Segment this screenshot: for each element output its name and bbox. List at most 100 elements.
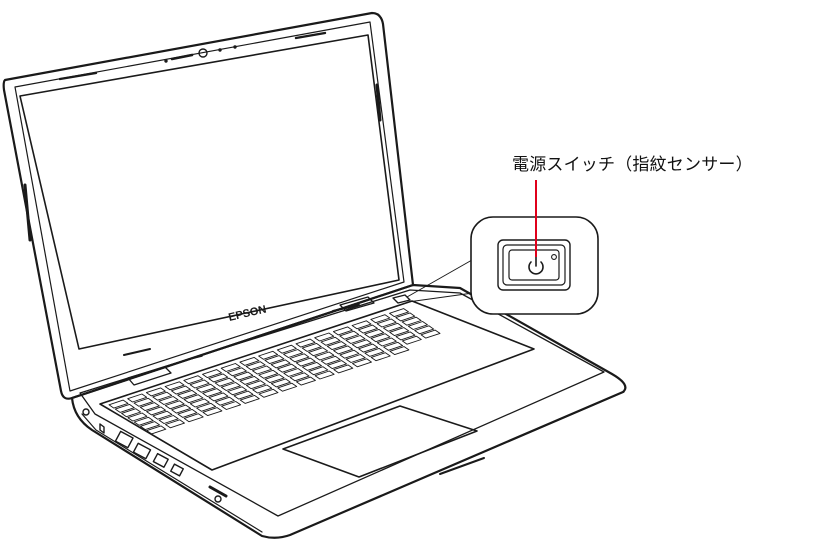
keyboard-key xyxy=(332,326,353,336)
keyboard-key xyxy=(389,346,410,356)
callout-label: 電源スイッチ（指紋センサー） xyxy=(512,155,753,175)
keyboard-key xyxy=(233,390,254,400)
keyboard-key xyxy=(146,406,167,416)
epson-logo: EPSON xyxy=(227,304,267,324)
keyboard-well xyxy=(99,300,535,471)
keyboard-key xyxy=(327,360,347,370)
keyboard-key xyxy=(326,341,347,351)
keyboard-key xyxy=(370,314,391,324)
keyboard-key xyxy=(164,400,185,410)
keyboard-key xyxy=(183,413,204,423)
keyboard-key xyxy=(301,342,322,352)
keyboard-key xyxy=(351,339,372,349)
keyboard-key xyxy=(383,341,404,351)
keyboard-key xyxy=(221,401,242,410)
keyboard-key xyxy=(382,322,403,332)
side-ports xyxy=(82,408,228,503)
keyboard-key xyxy=(389,327,410,337)
keyboard-keys xyxy=(108,308,441,435)
keyboard-key xyxy=(245,361,266,371)
keyboard-key xyxy=(352,358,372,368)
keyboard-key xyxy=(283,349,304,358)
keyboard-key xyxy=(239,375,260,385)
keyboard-key xyxy=(202,407,223,417)
webcam-icon xyxy=(198,48,208,58)
keyboard-key xyxy=(227,386,248,396)
keyboard-key xyxy=(170,385,191,395)
keyboard-key xyxy=(276,344,297,354)
keyboard-key xyxy=(177,389,198,399)
keyboard-key xyxy=(220,382,241,391)
keyboard-key xyxy=(239,394,260,404)
keyboard-key xyxy=(133,397,154,407)
keyboard-key xyxy=(401,335,422,345)
keyboard-key xyxy=(195,383,216,393)
keyboard-key xyxy=(121,408,142,418)
indicator-led xyxy=(551,254,557,260)
keyboard-key xyxy=(308,366,329,376)
keyboard-key xyxy=(164,381,185,391)
keyboard-key xyxy=(214,396,235,406)
keyboard-key xyxy=(133,416,154,426)
keyboard-key xyxy=(395,331,416,341)
keyboard-key xyxy=(376,318,397,328)
keyboard-key xyxy=(196,402,217,412)
keyboard-key xyxy=(289,372,310,382)
keyboard-key xyxy=(370,352,391,362)
keyboard-key xyxy=(283,368,304,377)
keyboard-key xyxy=(364,347,385,357)
keyboard-key xyxy=(389,308,409,318)
keyboard-key xyxy=(152,391,173,401)
keyboard-key xyxy=(220,363,241,372)
keyboard-key xyxy=(189,379,210,389)
screen-panel xyxy=(19,34,400,350)
keyboard-key xyxy=(339,349,360,359)
keyboard-key xyxy=(295,357,316,367)
keyboard-key xyxy=(414,325,435,335)
keyboard-key xyxy=(420,329,441,339)
keyboard-key xyxy=(140,421,160,431)
keyboard-key xyxy=(407,321,428,330)
keyboard-key xyxy=(308,347,329,357)
keyboard-key xyxy=(320,355,341,365)
keyboard-key xyxy=(239,356,260,366)
keyboard-key xyxy=(171,404,192,414)
keyboard-key xyxy=(127,412,148,422)
keyboard-key xyxy=(395,312,416,322)
keyboard-key xyxy=(158,396,179,405)
keyboard-key xyxy=(264,374,285,384)
keyboard-key xyxy=(302,361,322,371)
keyboard-key xyxy=(146,425,167,435)
keyboard-key xyxy=(145,387,166,397)
keyboard-key xyxy=(364,328,385,338)
keyboard-key xyxy=(277,363,297,373)
keyboard-key xyxy=(108,399,129,409)
keyboard-key xyxy=(114,403,135,413)
keyboard-key xyxy=(289,353,310,363)
keyboard-key xyxy=(258,350,279,360)
keyboard-key xyxy=(202,369,222,379)
keyboard-key xyxy=(252,384,273,394)
keyboard-key xyxy=(258,388,279,398)
keyboard-key xyxy=(152,410,173,420)
keyboard-key xyxy=(401,316,422,326)
keyboard-key xyxy=(227,367,247,377)
power-button-zoom xyxy=(470,216,599,315)
keyboard-key xyxy=(314,351,335,361)
keyboard-key xyxy=(370,333,391,343)
touchpad xyxy=(282,405,478,478)
keyboard-key xyxy=(320,336,341,346)
keyboard-key xyxy=(264,355,285,365)
keyboard-key xyxy=(183,394,204,404)
keyboard-key xyxy=(333,364,354,374)
keyboard-key xyxy=(358,343,379,353)
keyboard-key xyxy=(295,376,316,386)
keyboard-key xyxy=(345,335,366,344)
keyboard-key xyxy=(208,373,229,383)
keyboard-key xyxy=(270,378,291,388)
keyboard-key xyxy=(214,377,235,387)
keyboard-key xyxy=(189,398,210,408)
keyboard-key xyxy=(345,354,366,363)
keyboard-key xyxy=(333,345,354,355)
